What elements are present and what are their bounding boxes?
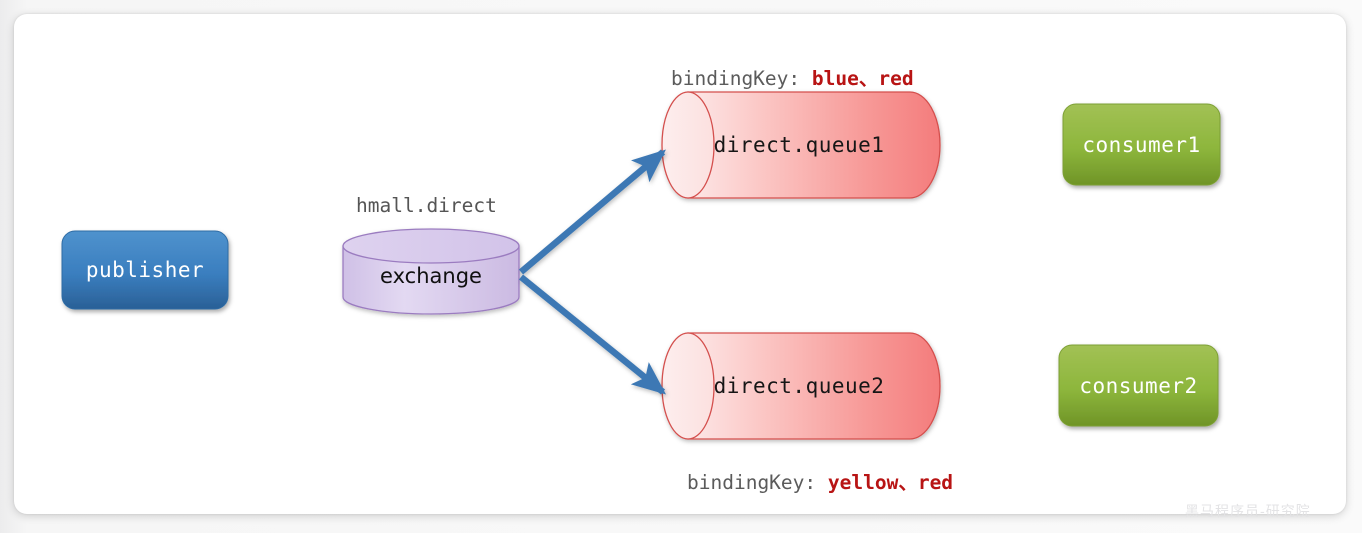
- exchange-label: exchange: [380, 264, 482, 288]
- binding-key-bottom-prefix: bindingKey:: [687, 471, 828, 494]
- queue2-label: direct.queue2: [713, 374, 885, 398]
- watermark: 黑马程序员-研究院: [1185, 504, 1311, 520]
- binding-key-bottom-keys: yellow、red: [827, 471, 954, 494]
- exchange-name-caption: hmall.direct: [356, 194, 497, 217]
- consumer2-label: consumer2: [1079, 373, 1198, 398]
- consumer1-label: consumer1: [1082, 132, 1201, 157]
- binding-key-bottom: bindingKey: yellow、red: [687, 466, 953, 495]
- binding-key-top-prefix: bindingKey:: [671, 67, 812, 90]
- queue1-label: direct.queue1: [713, 133, 885, 157]
- publisher-label: publisher: [85, 258, 205, 282]
- binding-key-top-keys: blue、red: [811, 67, 914, 90]
- binding-key-top: bindingKey: blue、red: [671, 62, 914, 91]
